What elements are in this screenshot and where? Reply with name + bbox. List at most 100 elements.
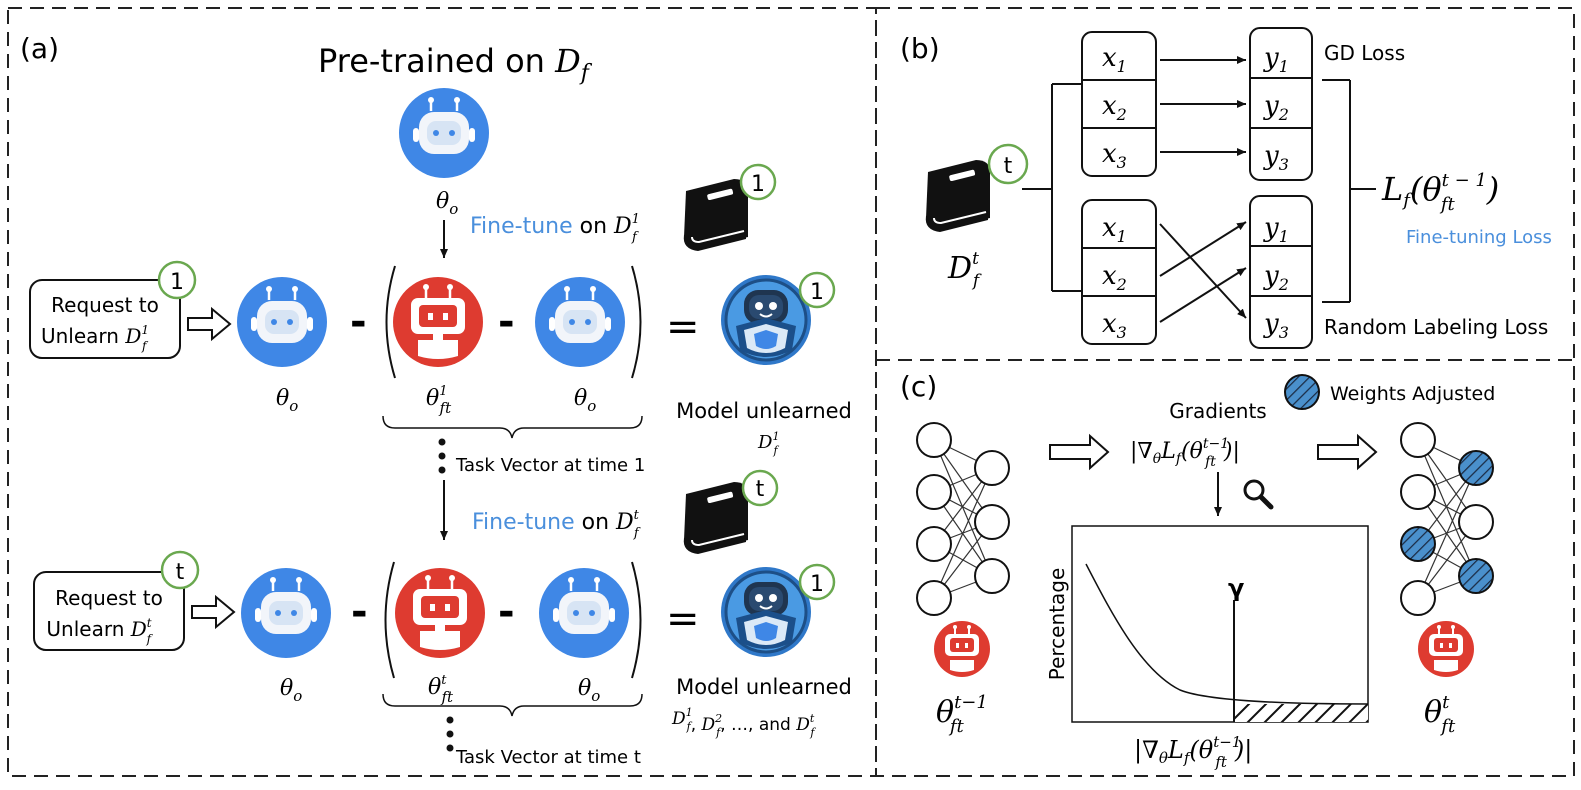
- network-node: [916, 580, 952, 616]
- unlearned-model-icon-t: [719, 565, 813, 659]
- equals-2: =: [666, 596, 700, 642]
- model-unlearned-1: Model unlearned: [676, 399, 852, 423]
- book-icon-t: [682, 481, 749, 555]
- base-robot-icon-2: [533, 275, 627, 369]
- network-node: [1458, 450, 1494, 486]
- x3-top: x3: [1102, 139, 1127, 172]
- minus-2: -: [498, 299, 515, 345]
- theta-o-row1: θo: [276, 386, 298, 415]
- hollow-arrow-t: [191, 594, 236, 630]
- theta-o-row2-b: θo: [578, 676, 600, 705]
- base-robot-icon-3: [239, 566, 333, 660]
- minus-1: -: [350, 299, 367, 345]
- network-node: [974, 450, 1010, 486]
- hollow-arrow-1: [187, 306, 232, 342]
- x1-bottom: x1: [1102, 213, 1127, 246]
- book-icon-b: [924, 159, 991, 233]
- unlearned-model-icon-1: [719, 273, 813, 367]
- pretrained-robot-icon: [397, 86, 491, 180]
- output-box-top: [1249, 27, 1313, 181]
- equals-1: =: [666, 304, 700, 350]
- theta-o-top: θo: [436, 189, 458, 218]
- x2-bottom: x2: [1102, 261, 1127, 294]
- panel-a-title: Pre-trained on Df: [318, 42, 593, 86]
- hatched-weight-icon: [1284, 374, 1320, 410]
- unlearned-badge-t: 1: [810, 572, 824, 597]
- theta-o-row1-b: θo: [574, 386, 596, 415]
- request-t-line1: Request to: [55, 586, 163, 610]
- random-loss-label: Random Labeling Loss: [1324, 315, 1548, 339]
- network-node: [916, 526, 952, 562]
- y1-top: y1: [1263, 43, 1289, 76]
- robot-icon-prev: [933, 620, 991, 678]
- theta-o-row2: θo: [280, 676, 302, 705]
- y3-top: y3: [1263, 141, 1289, 174]
- y1-bottom: y1: [1263, 213, 1289, 246]
- network-node: [1400, 422, 1436, 458]
- network-node: [974, 504, 1010, 540]
- y3-bottom: y3: [1263, 309, 1289, 342]
- task-vector-1: Task Vector at time 1: [455, 455, 645, 476]
- y2-top: y2: [1263, 91, 1289, 124]
- panel-a-label: (a): [20, 32, 59, 65]
- percentage-label: Percentage: [1045, 568, 1069, 681]
- panel-frames: [7, 7, 1575, 777]
- base-robot-icon-1: [235, 275, 329, 369]
- request-badge-t: t: [176, 560, 185, 585]
- book-icon-1: [682, 178, 749, 252]
- network-node: [1458, 558, 1494, 594]
- finetuned-robot-icon-1: [391, 275, 485, 369]
- request-1-line1: Request to: [51, 293, 159, 317]
- network-node: [916, 422, 952, 458]
- minus-3: -: [351, 589, 368, 635]
- network-node: [1458, 504, 1494, 540]
- request-box-t: [33, 571, 185, 651]
- network-node: [1400, 474, 1436, 510]
- request-badge-1: 1: [170, 270, 184, 295]
- network-node: [1400, 580, 1436, 616]
- gradients-label: Gradients: [1169, 399, 1266, 423]
- output-box-bottom: [1249, 195, 1313, 349]
- network-node: [916, 474, 952, 510]
- gamma-label: γ: [1228, 574, 1244, 602]
- minus-4: -: [498, 589, 515, 635]
- hollow-arrow-c1: [1049, 433, 1110, 471]
- finetuning-loss-label: Fine-tuning Loss: [1406, 227, 1552, 248]
- x1-top: x1: [1102, 43, 1127, 76]
- network-left: [916, 422, 1010, 616]
- panel-b-label: (b): [900, 32, 940, 65]
- gd-loss-label: GD Loss: [1324, 41, 1405, 65]
- finetuned-robot-icon-t: [393, 566, 487, 660]
- model-unlearned-t: Model unlearned: [676, 675, 852, 699]
- magnifier-icon: [1245, 481, 1271, 507]
- book-badge-b: t: [1004, 154, 1013, 179]
- network-node: [1400, 526, 1436, 562]
- hatched-region: [1234, 704, 1368, 722]
- task-vector-t: Task Vector at time t: [455, 747, 641, 768]
- x2-top: x2: [1102, 91, 1127, 124]
- network-right: [1400, 422, 1494, 616]
- network-node: [974, 558, 1010, 594]
- weights-adjusted-label: Weights Adjusted: [1330, 383, 1495, 405]
- hollow-arrow-c2: [1317, 433, 1378, 471]
- gradient-distribution-plot: [1071, 525, 1369, 723]
- panel-c-label: (c): [900, 370, 937, 403]
- input-box-bottom: [1081, 199, 1157, 345]
